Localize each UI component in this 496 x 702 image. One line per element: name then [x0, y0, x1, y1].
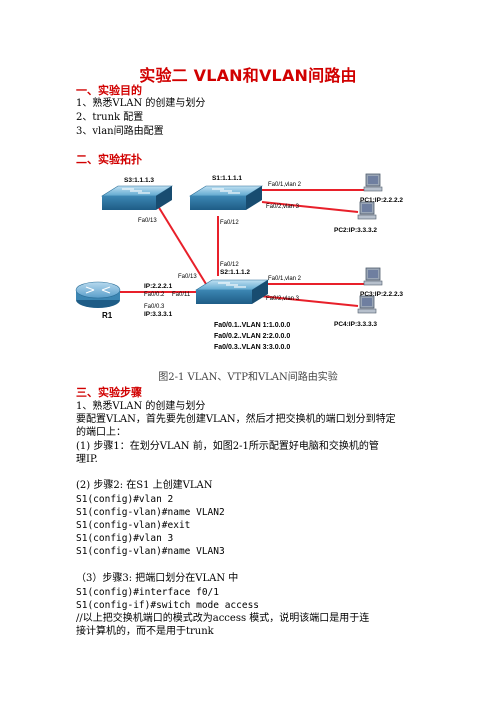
code-line: S1(config)#interface f0/1 [76, 587, 219, 598]
body-line: (2) 步骤2: 在S1 上创建VLAN [76, 480, 213, 491]
network-topology-diagram: S3:1.1.1.3 S1:1.1.1.1 Fa0/13 Fa0/12 Fa0/… [75, 173, 403, 351]
r1-ip1-label: IP:2.2.2.1 [144, 283, 173, 290]
body-line: 1、熟悉VLAN 的创建与划分 [76, 401, 206, 412]
figure-caption: 图2-1 VLAN、VTP和VLAN间路由实验 [158, 372, 338, 383]
code-line: S1(config-vlan)#name VLAN3 [76, 546, 225, 557]
body-line: 理IP. [76, 454, 98, 465]
objective-item: 1、熟悉VLAN 的创建与划分 [76, 98, 206, 109]
code-line: S1(config)#vlan 2 [76, 494, 174, 505]
s3-port-label: Fa0/13 [138, 218, 157, 224]
s2-port2-label: Fa0/2,vlan 3 [266, 296, 300, 302]
s1-port2-label: Fa0/2,vlan 3 [266, 204, 300, 210]
code-line: S1(config-vlan)#name VLAN2 [76, 507, 225, 518]
page-title: 实验二 VLAN和VLAN间路由 [139, 66, 357, 85]
s2-port-r1-label: Fa0/11 [172, 292, 191, 298]
body-line: 要配置VLAN，首先要先创建VLAN，然后才把交换机的端口划分到特定 [76, 414, 396, 425]
switch-s3-icon [100, 185, 174, 210]
s1-port-down-label: Fa0/12 [220, 220, 239, 226]
section-heading-steps: 三、实验步骤 [76, 386, 142, 399]
link-s1-pc2 [261, 201, 359, 213]
code-line: S1(config)#vlan 3 [76, 533, 174, 544]
pc4-icon [357, 295, 377, 314]
s2-port-left-label: Fa0/13 [178, 274, 197, 280]
s2-label: S2:1.1.1.2 [220, 269, 250, 276]
r1-port-b-label: Fa0/0.3 [144, 304, 165, 310]
pc2-icon [357, 201, 377, 220]
subinterface-1: Fa0/0.1..VLAN 1:1.0.0.0 [214, 322, 290, 329]
switch-s2-icon [194, 279, 270, 304]
body-line: 的端口上： [76, 427, 126, 438]
code-line: S1(config-if)#switch mode access [76, 600, 260, 611]
section-heading-topology: 二、实验拓扑 [76, 153, 142, 166]
section-heading-objectives: 一、实验目的 [76, 84, 142, 97]
s1-label: S1:1.1.1.1 [212, 175, 242, 182]
pc1-icon [363, 173, 383, 192]
link-s2-pc4 [259, 295, 359, 307]
s1-port1-label: Fa0/1,vlan 2 [268, 182, 302, 188]
pc2-label: PC2:IP:3.3.3.2 [334, 227, 377, 234]
switch-s1-icon [188, 185, 264, 210]
pc3-icon [363, 267, 383, 286]
pc1-label: PC1:IP:2.2.2.2 [360, 197, 403, 204]
network-links [120, 189, 364, 307]
s2-port1-label: Fa0/1,vlan 2 [268, 276, 302, 282]
s2-port-up-label: Fa0/12 [220, 262, 239, 268]
pc4-label: PC4:IP:3.3.3.3 [334, 321, 377, 328]
code-line: S1(config-vlan)#exit [76, 520, 191, 531]
subinterface-2: Fa0/0.2..VLAN 2:2.0.0.0 [214, 333, 290, 340]
body-line: 接计算机的，而不是用于trunk [76, 626, 214, 637]
body-line: （3）步骤3: 把端口划分在VLAN 中 [76, 573, 239, 584]
link-s3-s2 [157, 205, 207, 285]
body-line: //以上把交换机端口的模式改为access 模式，说明该端口是用于连 [76, 613, 370, 624]
objective-item: 2、trunk 配置 [76, 112, 144, 123]
s3-label: S3:1.1.1.3 [124, 177, 154, 184]
body-line: (1) 步骤1：在划分VLAN 前，如图2-1所示配置好电脑和交换机的管 [76, 441, 379, 452]
r1-port-a-label: Fa0/0.2 [144, 292, 165, 298]
r1-label: R1 [102, 311, 113, 320]
subinterface-3: Fa0/0.3..VLAN 3:3.0.0.0 [214, 344, 290, 351]
pc3-label: PC3:IP:2.2.2.3 [360, 291, 403, 298]
objective-item: 3、vlan间路由配置 [76, 126, 164, 137]
router-r1-icon [75, 281, 121, 308]
r1-ip2-label: IP:3.3.3.1 [144, 311, 173, 318]
